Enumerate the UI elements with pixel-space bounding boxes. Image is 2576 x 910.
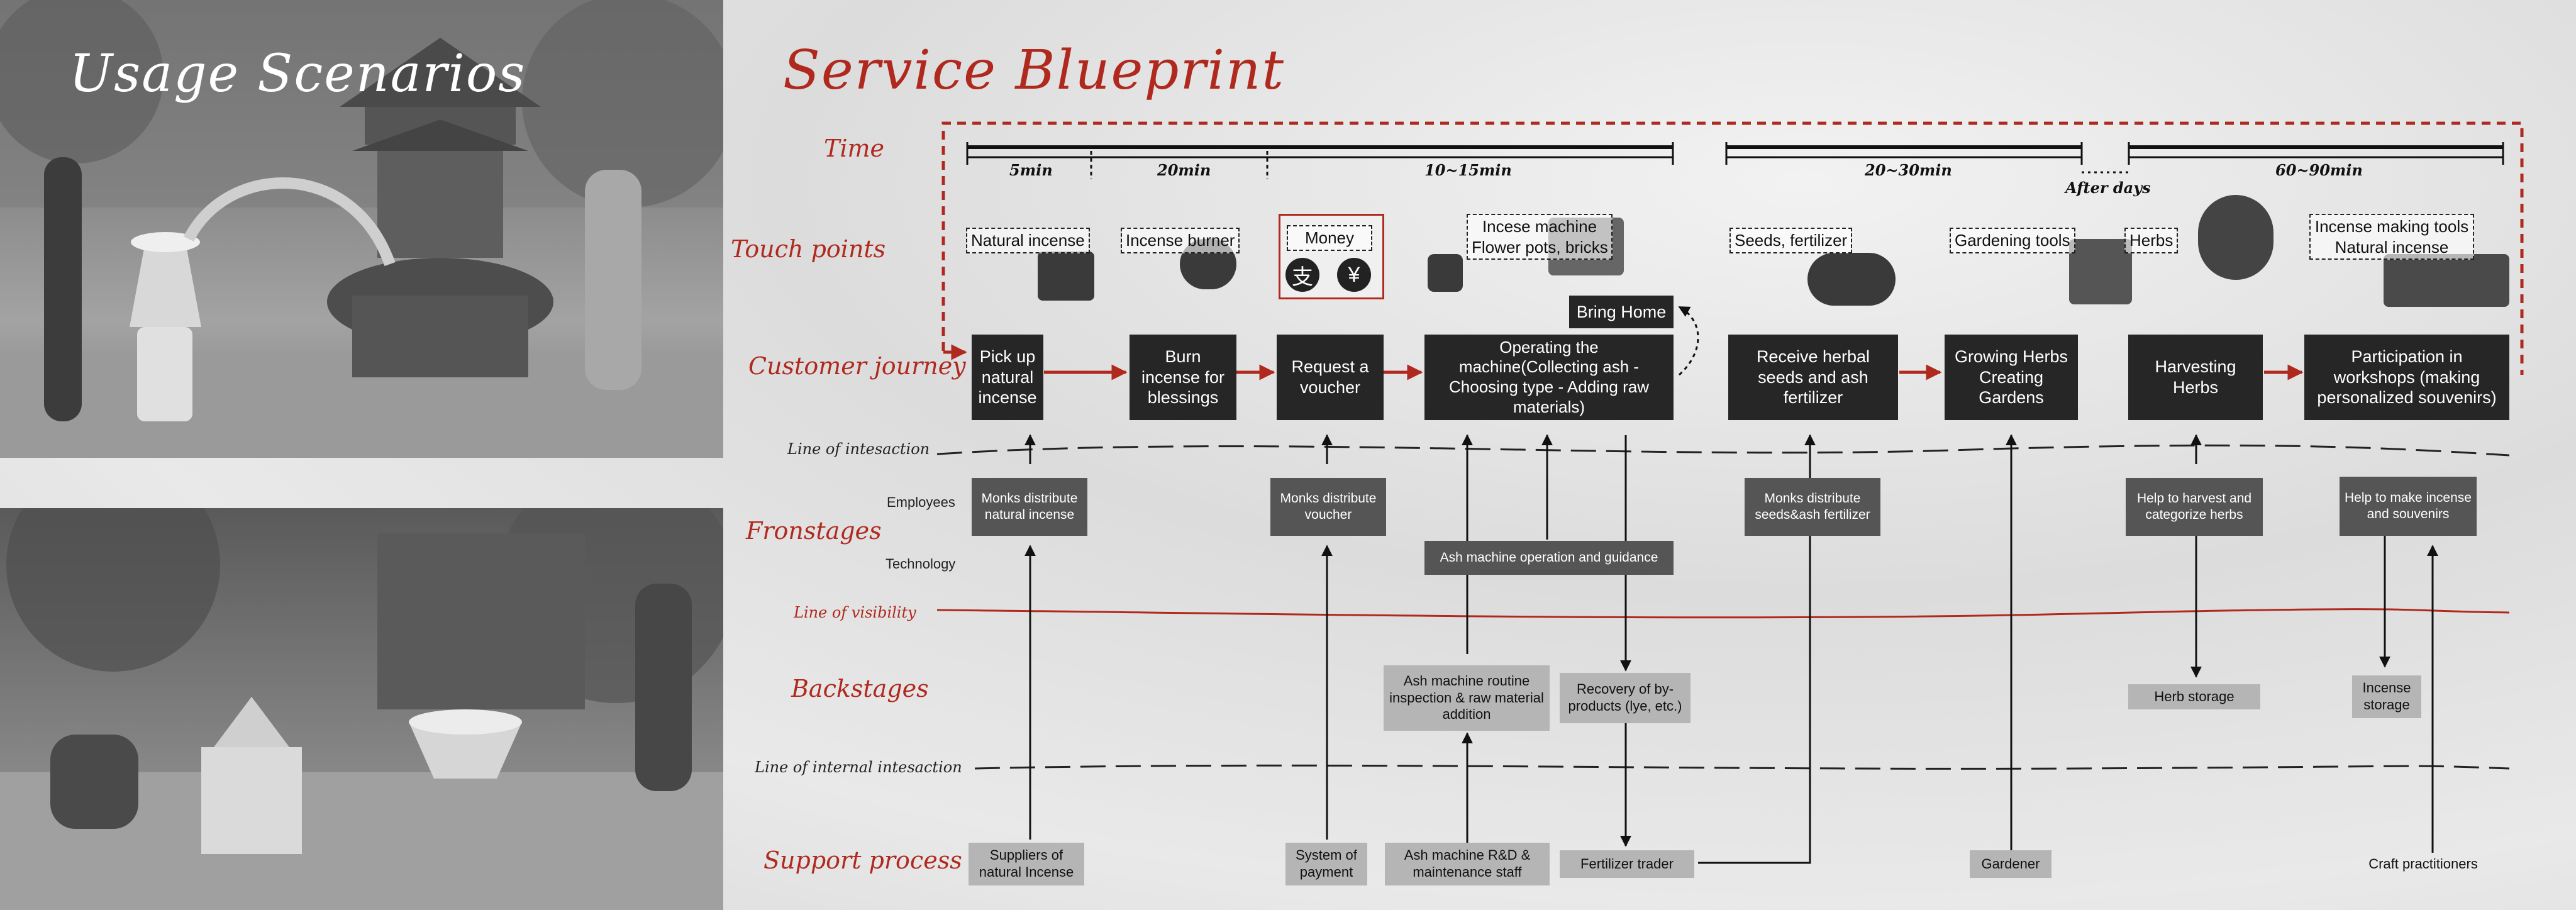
time-seg-20-30min: 20~30min — [1865, 161, 1952, 179]
usage-photo-bottom — [0, 508, 723, 910]
front-help-harvest: Help to harvest and categorize herbs — [2126, 478, 2263, 536]
row-label-frontstages: Fronstages — [746, 517, 882, 545]
label-technology: Technology — [886, 556, 956, 572]
time-seg-5min: 5min — [1009, 161, 1053, 179]
bring-home-curve — [1678, 306, 1699, 376]
line-of-visibility — [936, 608, 2510, 619]
journey-burn-incense: Burn incense for blessings — [1130, 335, 1236, 420]
front-help-make: Help to make incense and souvenirs — [2340, 477, 2477, 536]
touch-workshop-line1: Incense making tools — [2314, 217, 2469, 236]
support-rnd: Ash machine R&D & maintenance staff — [1385, 843, 1550, 885]
support-payment: System of payment — [1285, 843, 1367, 885]
touch-workshop-tools: Incense making tools Natural incense — [2309, 214, 2474, 260]
alipay-icon: 支 — [1285, 258, 1319, 292]
row-label-support: Support process — [763, 846, 962, 874]
usage-photo-top — [0, 0, 723, 458]
touch-seeds: Seeds, fertilizer — [1729, 228, 1853, 253]
time-seg-10-15min: 10~15min — [1424, 161, 1512, 179]
journey-pick-up: Pick up natural incense — [972, 335, 1043, 420]
back-inspection: Ash machine routine inspection & raw mat… — [1384, 665, 1550, 731]
touch-machine: Incese machine Flower pots, bricks — [1467, 214, 1613, 260]
row-label-backstages: Backstages — [791, 675, 929, 702]
time-after-days: After days — [2065, 179, 2151, 197]
back-incense-storage: Incense storage — [2352, 675, 2421, 718]
touch-incense-burner: Incense burner — [1121, 228, 1240, 253]
back-herb-storage: Herb storage — [2128, 684, 2260, 709]
row-label-touchpoints: Touch points — [731, 235, 886, 263]
label-line-of-interaction: Line of intesaction — [787, 440, 930, 458]
support-suppliers: Suppliers of natural Incense — [969, 843, 1084, 885]
front-monks-seeds: Monks distribute seeds&ash fertilizer — [1745, 478, 1880, 536]
journey-growing-herbs: Growing Herbs Creating Gardens — [1945, 335, 2078, 420]
herbs-image — [2198, 195, 2273, 280]
journey-operating-machine: Operating the machine(Collecting ash - C… — [1424, 335, 1674, 420]
support-gardener: Gardener — [1970, 850, 2051, 878]
service-blueprint-title: Service Blueprint — [783, 39, 1285, 102]
label-line-of-internal-interaction: Line of internal intesaction — [755, 758, 962, 776]
journey-harvesting: Harvesting Herbs — [2128, 335, 2263, 420]
touch-herbs: Herbs — [2124, 228, 2179, 253]
front-monks-voucher: Monks distribute voucher — [1270, 478, 1386, 536]
touch-machine-line1: Incese machine — [1482, 217, 1597, 236]
incense-sticks-image — [1038, 252, 1094, 301]
label-employees: Employees — [887, 494, 955, 510]
temple-scene-illustration-2 — [0, 508, 723, 910]
yuan-icon: ¥ — [1337, 258, 1371, 292]
touch-natural-incense: Natural incense — [966, 228, 1090, 253]
journey-frame — [941, 121, 2524, 375]
touch-machine-line2: Flower pots, bricks — [1472, 237, 1608, 257]
back-recovery: Recovery of by-products (lye, etc.) — [1560, 673, 1690, 723]
line-of-internal-interaction — [974, 764, 2510, 770]
journey-bring-home: Bring Home — [1569, 296, 1674, 328]
time-seg-60-90min: 60~90min — [2275, 161, 2363, 179]
row-label-time: Time — [824, 135, 885, 162]
touch-workshop-line2: Natural incense — [2334, 237, 2449, 257]
time-bars — [966, 142, 2504, 179]
journey-workshops: Participation in workshops (making perso… — [2304, 335, 2509, 420]
support-fertilizer-trader: Fertilizer trader — [1560, 850, 1694, 878]
support-craft: Craft practitioners — [2368, 855, 2478, 872]
temple-scene-illustration — [0, 0, 723, 458]
touch-money: Money — [1287, 225, 1372, 251]
row-label-journey: Customer journey — [748, 352, 966, 380]
front-ash-guidance: Ash machine operation and guidance — [1424, 541, 1674, 575]
seeds-hands-image — [1807, 253, 1896, 306]
time-seg-20min: 20min — [1157, 161, 1211, 179]
line-of-interaction — [936, 444, 2510, 457]
gardening-tools-image — [2069, 239, 2132, 304]
front-monks-incense: Monks distribute natural incense — [972, 478, 1087, 536]
workshop-tools-image — [2384, 254, 2509, 307]
journey-request-voucher: Request a voucher — [1277, 335, 1384, 420]
label-line-of-visibility: Line of visibility — [794, 604, 916, 621]
machine-image — [1428, 254, 1463, 292]
usage-scenarios-title: Usage Scenarios — [69, 44, 526, 104]
touch-gardening-tools: Gardening tools — [1950, 228, 2075, 253]
journey-receive-seeds: Receive herbal seeds and ash fertilizer — [1728, 335, 1898, 420]
